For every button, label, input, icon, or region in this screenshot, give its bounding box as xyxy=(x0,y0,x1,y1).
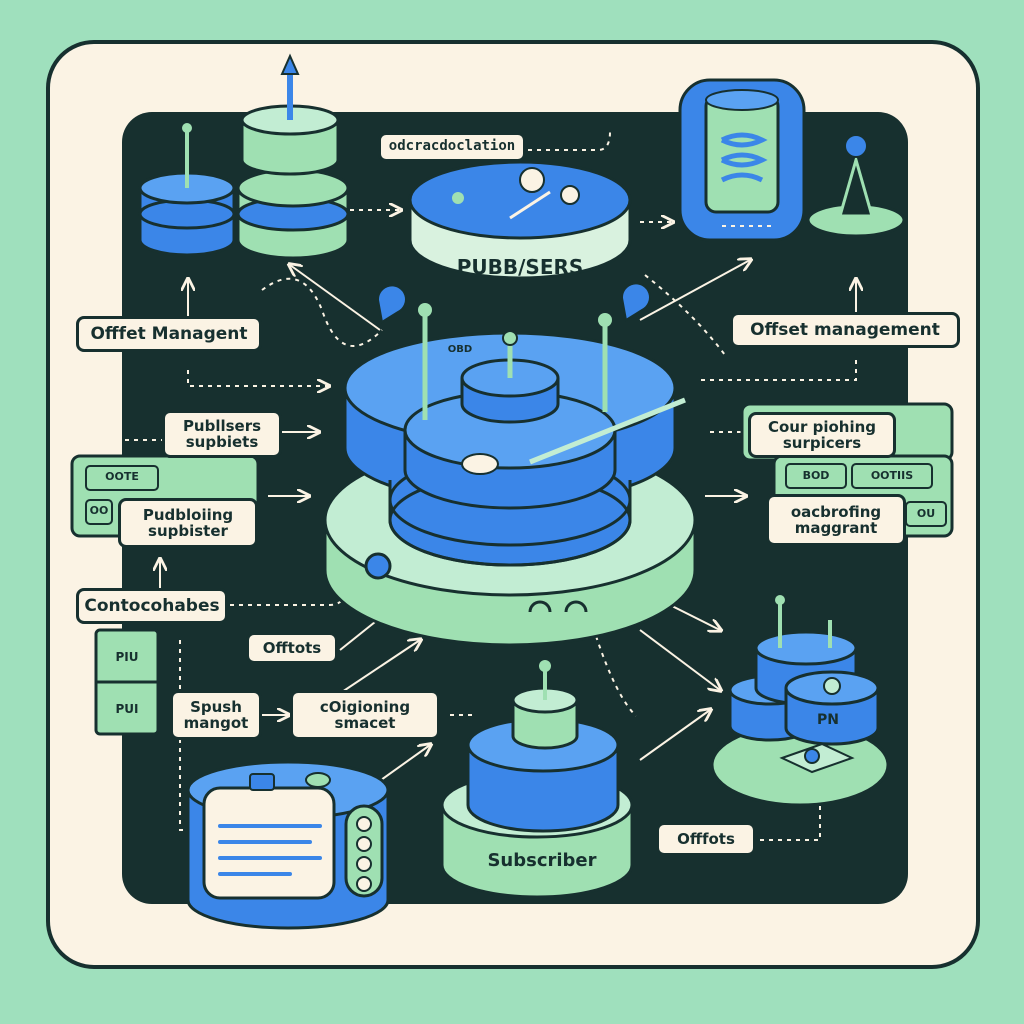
label-subscriber: Subscriber xyxy=(487,850,597,871)
beacon-top-right xyxy=(806,134,906,238)
label-offfots: Offfots xyxy=(656,822,756,856)
connectors xyxy=(119,131,856,841)
label-odcracdoclation: odcracdoclation xyxy=(378,132,526,162)
label-publishers-subjects: Publlsers supbiets xyxy=(162,410,282,458)
label-spush-mangot: Spush mangot xyxy=(170,690,262,740)
left-pu-text-2: PUI xyxy=(115,702,139,716)
right-card-text-1: BOD xyxy=(802,469,830,482)
label-offtots: Offtots xyxy=(246,632,338,664)
database-stack-bottom-right xyxy=(710,595,890,807)
label-offset-management-left: Offfet Managent xyxy=(76,316,262,352)
database-stack-top-center-left xyxy=(236,53,350,260)
right-stack-text: PN xyxy=(817,712,839,728)
left-pu-text-1: PIU xyxy=(115,650,139,664)
ring-text: OBD xyxy=(447,344,473,355)
label-publishing-subscriber: Pudbloiing supbister xyxy=(118,498,258,548)
label-coigioning-smacet: cOigioning smacet xyxy=(290,690,440,740)
right-card-text-3: OU xyxy=(916,507,936,520)
left-card-text-2: OO xyxy=(89,504,109,517)
database-stack-top-left xyxy=(138,123,236,257)
location-pins xyxy=(376,282,651,324)
label-oacbrofing-maggrant: oacbrofing maggrant xyxy=(766,494,906,546)
central-hub xyxy=(323,303,697,647)
label-cour-piohing: Cour piohing surpicers xyxy=(748,412,896,458)
storage-container-top-right xyxy=(678,78,806,242)
publishers-disk xyxy=(408,160,632,280)
server-bottom-left xyxy=(186,760,390,930)
label-contocohabes: Contocohabes xyxy=(76,588,228,624)
right-card-text-2: OOTIIS xyxy=(870,469,914,482)
left-card-text-1: OOTE xyxy=(105,470,139,483)
label-offset-management-right: Offset management xyxy=(730,312,960,348)
label-publishers-disk: PUBB/SERS xyxy=(456,255,584,279)
subscriber-stack xyxy=(440,660,634,899)
